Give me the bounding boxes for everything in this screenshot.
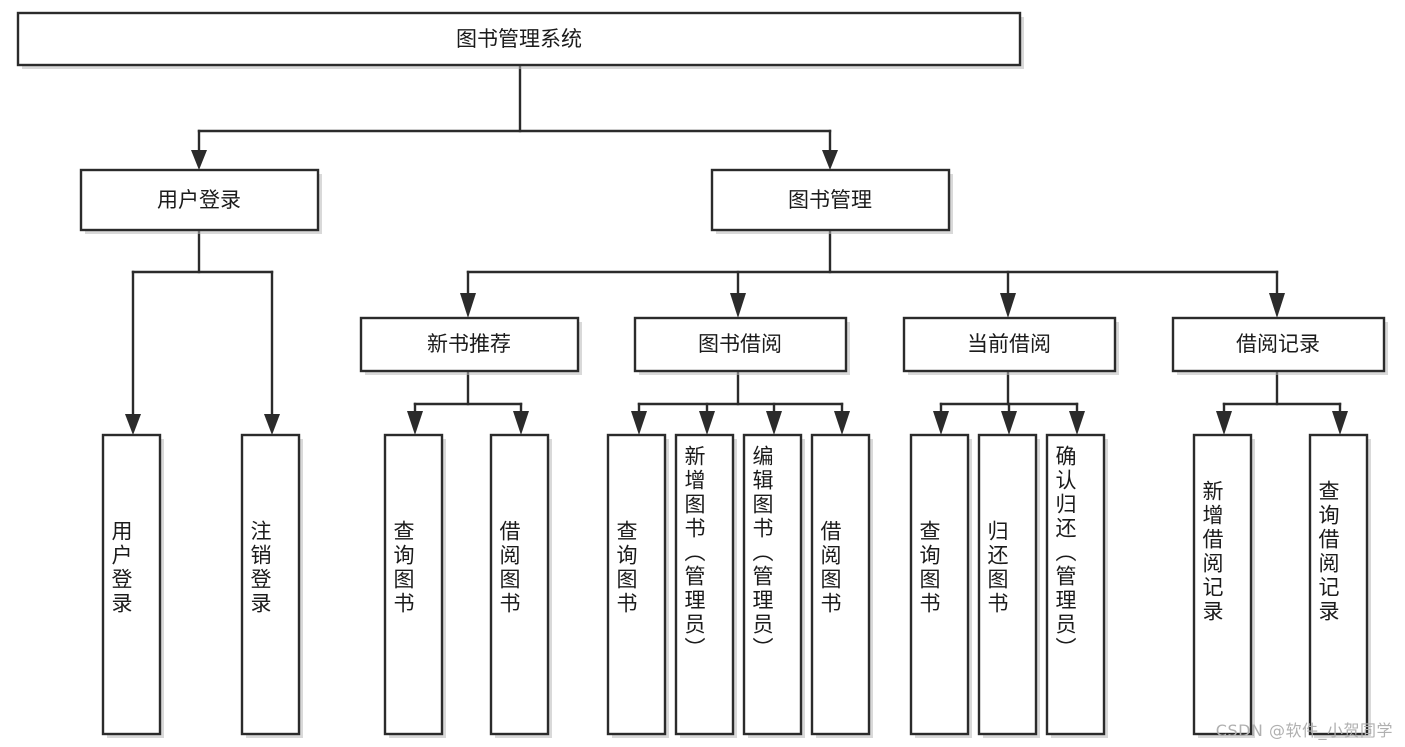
arrow-book-manage	[822, 150, 838, 170]
node-borrow-record[interactable]: 借阅记录	[1171, 316, 1388, 375]
node-new-book-recommend-box	[359, 316, 580, 373]
arrow-nb-leaf-2	[513, 411, 529, 435]
connector-group	[125, 65, 1348, 435]
node-user-login-label: 用户登录	[157, 188, 241, 212]
arrow-bb-leaf-2	[699, 411, 715, 435]
node-borrow-record-label: 借阅记录	[1236, 332, 1320, 356]
arrow-borrow-record	[1269, 293, 1285, 318]
arrow-cb-leaf-1	[933, 411, 949, 435]
leaf-box-nb-query-book[interactable]	[383, 433, 444, 736]
leaf-box-logout[interactable]	[240, 433, 301, 736]
leaf-box-user-login[interactable]	[101, 433, 162, 736]
leaf-box-bb-edit-book[interactable]	[742, 433, 803, 736]
arrow-ul-leaf-2	[264, 414, 280, 435]
arrow-nb-leaf-1	[407, 411, 423, 435]
arrow-book-borrow	[730, 293, 746, 318]
leaf-box-bb-query-book[interactable]	[606, 433, 667, 736]
leaf-box-cb-return-book[interactable]	[977, 433, 1038, 736]
node-current-borrow-label: 当前借阅	[967, 332, 1051, 356]
node-book-borrow[interactable]: 图书借阅	[633, 316, 850, 375]
leaf-box-bb-add-book[interactable]	[674, 433, 735, 736]
arrow-br-leaf-2	[1332, 411, 1348, 435]
node-user-login-box	[79, 168, 320, 232]
leaf-boxes-group	[101, 433, 1371, 738]
node-user-login[interactable]: 用户登录	[79, 168, 322, 234]
node-new-book-recommend[interactable]: 新书推荐	[359, 316, 582, 375]
node-book-manage-label: 图书管理	[788, 188, 872, 212]
node-current-borrow[interactable]: 当前借阅	[902, 316, 1119, 375]
node-book-manage[interactable]: 图书管理	[710, 168, 953, 234]
arrow-ul-leaf-1	[125, 414, 141, 435]
node-current-borrow-box	[902, 316, 1117, 373]
node-book-borrow-label: 图书借阅	[698, 332, 782, 356]
arrow-cb-leaf-3	[1069, 411, 1085, 435]
leaf-box-br-add-record[interactable]	[1192, 433, 1253, 736]
arrow-user-login	[191, 150, 207, 170]
node-root-box	[16, 11, 1022, 67]
arrow-bb-leaf-1	[631, 411, 647, 435]
arrow-current-borrow	[1000, 293, 1016, 318]
leaf-box-bb-borrow-book[interactable]	[810, 433, 871, 736]
arrow-bb-leaf-3	[766, 411, 782, 435]
arrow-br-leaf-1	[1216, 411, 1232, 435]
arrow-cb-leaf-2	[1001, 411, 1017, 435]
watermark-text: CSDN @软件_小贺同学	[1215, 721, 1393, 740]
leaf-box-cb-query-book[interactable]	[909, 433, 970, 736]
leaf-box-cb-confirm-return[interactable]	[1045, 433, 1106, 736]
leaf-box-nb-borrow-book[interactable]	[489, 433, 550, 736]
node-new-book-recommend-label: 新书推荐	[427, 332, 511, 356]
node-book-manage-box	[710, 168, 951, 232]
leaf-box-br-query-record[interactable]	[1308, 433, 1369, 736]
node-root-label: 图书管理系统	[456, 27, 582, 51]
node-root[interactable]: 图书管理系统	[16, 11, 1024, 69]
arrow-new-book	[460, 293, 476, 318]
node-borrow-record-box	[1171, 316, 1386, 373]
arrow-bb-leaf-4	[834, 411, 850, 435]
node-book-borrow-box	[633, 316, 848, 373]
